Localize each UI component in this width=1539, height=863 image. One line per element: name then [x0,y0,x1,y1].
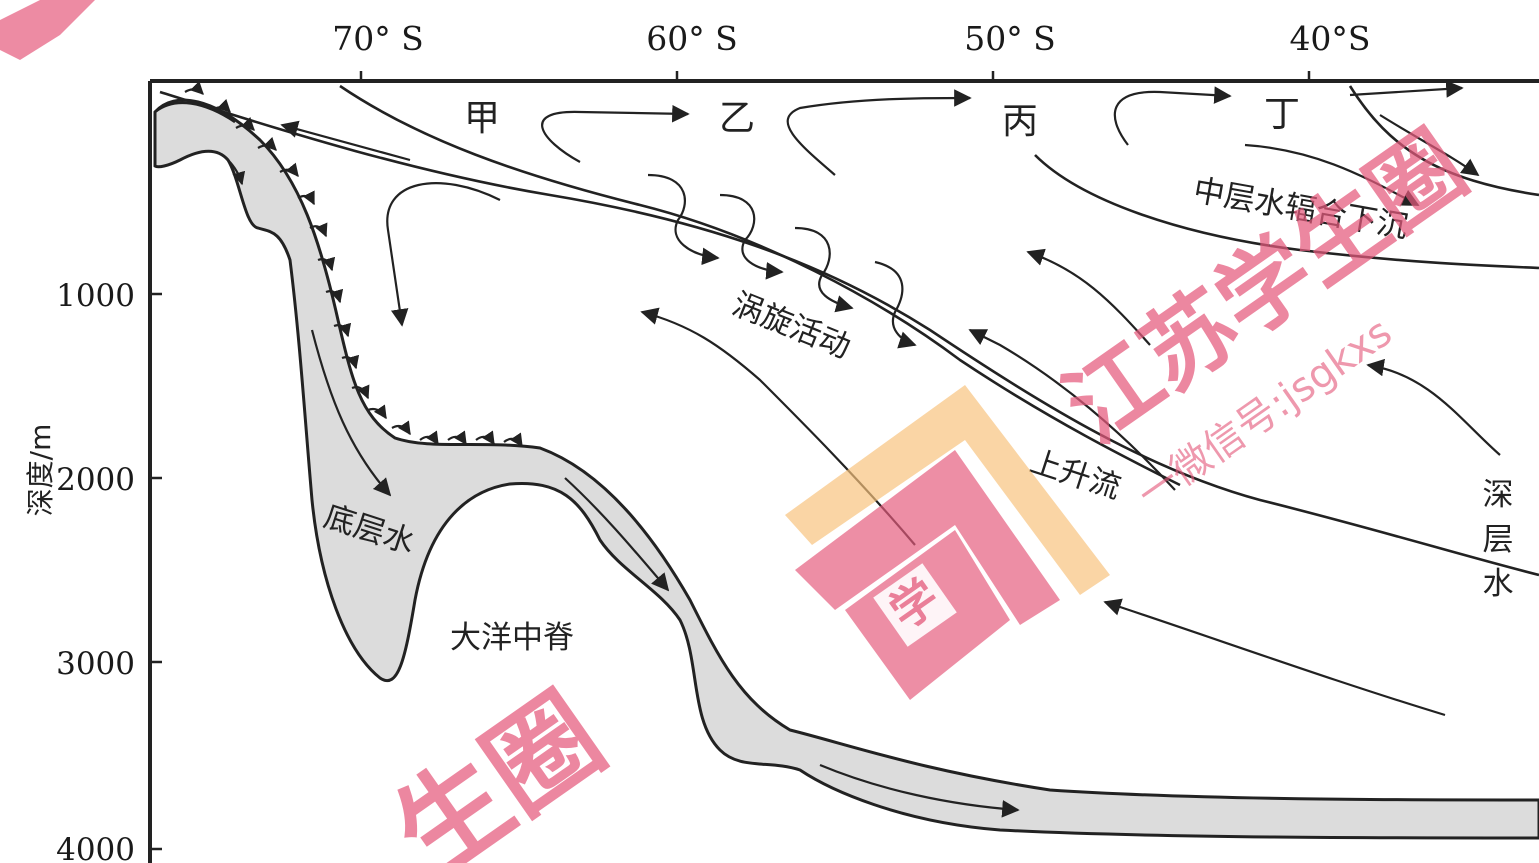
depth-label-1000: 1000 [56,278,135,314]
depth-label-3000: 3000 [56,646,135,682]
deep-water-arrow-2 [1103,598,1446,717]
zone-label-ding: 丁 [1264,94,1300,135]
isoline-2 [339,84,1181,487]
eddy-squiggles [647,173,917,349]
latitude-label-40s: 40°S [1289,19,1370,58]
latitude-ticks [359,71,1311,81]
deep-water-char-2: 层 [1483,522,1514,558]
surface-arrow-jia [541,104,690,163]
surface-arrow-ding [1349,80,1464,98]
depth-label-4000: 4000 [56,832,135,863]
zone-label-jia: 甲 [464,98,500,139]
deep-return-arrow-3 [1026,248,1151,346]
deep-return-arrow-2 [968,329,1176,491]
latitude-label-50s: 50° S [964,19,1056,58]
shelf-line [154,101,236,124]
abyssal-flow-arrow [819,763,1020,818]
label-eddy-activity: 涡旋活动 [727,286,855,366]
zone-label-yi: 乙 [719,98,755,139]
surface-arrow-bing [1113,86,1232,146]
watermark-corner-shape [0,0,95,60]
ridge-flow-arrow [564,477,670,592]
return-arrow-surface [280,120,411,162]
depth-label-2000: 2000 [56,462,135,498]
deep-water-arrow-1 [1366,358,1501,456]
depth-ticks [150,292,162,851]
deep-water-char-1: 深 [1483,477,1514,513]
label-mid-ocean-ridge: 大洋中脊 [450,620,574,656]
deep-water-char-3: 水 [1483,566,1514,602]
sinking-arrow-1 [1379,114,1480,177]
sinking-arrow-2 [1244,143,1420,206]
watermark-corner-text: 生圈 [371,670,625,863]
isoline-1 [159,90,1539,577]
bottom-water-flow-arrow [310,329,392,497]
y-axis-title: 深度/m [24,424,57,517]
latitude-label-60s: 60° S [646,19,738,58]
isoline-3 [1034,154,1539,270]
latitude-label-70s: 70° S [332,19,424,58]
isoline-4 [1348,85,1539,197]
watermark-logo: 学 [785,385,1110,700]
label-deep-water: 深 层 水 [1483,477,1514,602]
surface-arrow-yi [786,89,972,176]
downwelling-arrow [386,182,501,327]
deep-return-arrow-1 [640,307,916,546]
zone-label-bing: 丙 [1002,101,1038,142]
